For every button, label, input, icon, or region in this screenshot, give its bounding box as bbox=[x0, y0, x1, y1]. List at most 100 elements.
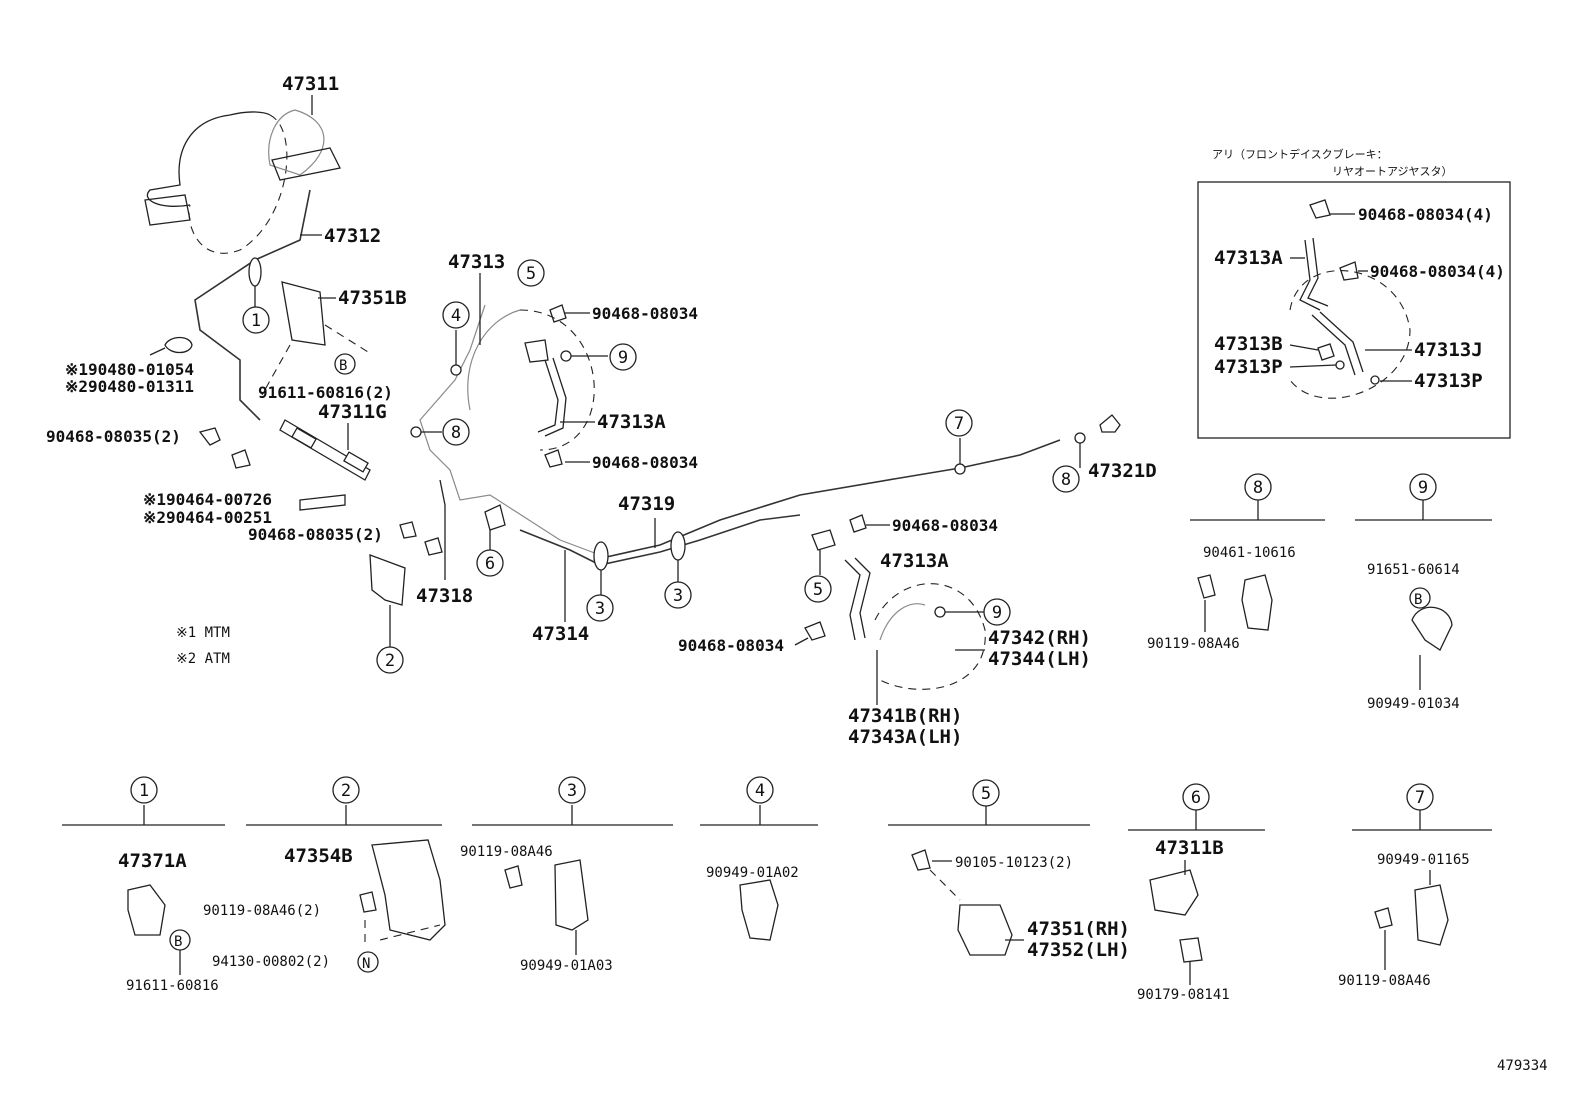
callout-circle-1 bbox=[242, 306, 270, 334]
label-47313a-a: 47313A bbox=[597, 411, 666, 433]
clip-90949-01a03 bbox=[554, 859, 589, 931]
clamp-marker-1 bbox=[248, 257, 262, 287]
inset-label-47313p-b: 47313P bbox=[1414, 370, 1483, 392]
mark-b-2: B bbox=[1414, 592, 1422, 608]
inset-box bbox=[1197, 181, 1511, 439]
callout-circle-6 bbox=[1182, 783, 1210, 811]
label-47341b-rh: 47341B(RH) bbox=[848, 705, 962, 727]
inset-brake bbox=[1289, 199, 1411, 399]
callout-circle-9 bbox=[1409, 473, 1437, 501]
callout-number-2: 2 bbox=[341, 781, 351, 801]
label-90105-10123-2: 90105-10123(2) bbox=[955, 855, 1073, 871]
label-90480-01311: ※290480-01311 bbox=[65, 377, 194, 396]
clamp-47371a bbox=[127, 884, 166, 936]
callout-number-8: 8 bbox=[1253, 478, 1263, 498]
bracket-47351 bbox=[957, 904, 1013, 956]
callout-number-9: 9 bbox=[618, 348, 628, 368]
detail-headers bbox=[62, 805, 1492, 831]
sensor-90480 bbox=[164, 336, 193, 354]
label-47351-rh: 47351(RH) bbox=[1027, 918, 1130, 940]
label-d7-90119-08a46: 90119-08A46 bbox=[1338, 973, 1431, 989]
callout-circle-3 bbox=[586, 594, 614, 622]
label-47318: 47318 bbox=[416, 585, 473, 607]
callout-number-8: 8 bbox=[451, 423, 461, 443]
callout-circle-4 bbox=[746, 776, 774, 804]
callout-circle-2 bbox=[376, 646, 404, 674]
callout-number-3: 3 bbox=[673, 586, 683, 606]
inset-label-47313j: 47313J bbox=[1414, 339, 1483, 361]
callout-number-5: 5 bbox=[813, 580, 823, 600]
label-90949-01034: 90949-01034 bbox=[1367, 696, 1460, 712]
label-47313a-b: 47313A bbox=[880, 550, 949, 572]
callout-number-4: 4 bbox=[755, 781, 765, 801]
clamp-90461 bbox=[1241, 574, 1273, 631]
note-atm: ※2 ATM bbox=[176, 651, 230, 667]
label-90468-08035-2a: 90468-08035(2) bbox=[46, 427, 181, 446]
label-47312: 47312 bbox=[324, 225, 381, 247]
label-47371a: 47371A bbox=[118, 850, 187, 872]
callout-circle-3 bbox=[558, 776, 586, 804]
callout-circle-4 bbox=[442, 301, 470, 329]
callout-circle-1 bbox=[130, 776, 158, 804]
label-90949-01a02: 90949-01A02 bbox=[706, 865, 799, 881]
union-90464 bbox=[299, 494, 346, 511]
label-91651-60614: 91651-60614 bbox=[1367, 562, 1460, 578]
label-90464-00726: ※190464-00726 bbox=[143, 490, 272, 509]
inset-label-90468-08034-4a: 90468-08034(4) bbox=[1358, 205, 1493, 224]
callout-number-5: 5 bbox=[526, 264, 536, 284]
callout-number-6: 6 bbox=[485, 554, 495, 574]
callout-number-9: 9 bbox=[992, 603, 1002, 623]
label-47354b: 47354B bbox=[284, 845, 353, 867]
callout-number-1: 1 bbox=[251, 311, 261, 331]
callout-circle-5 bbox=[517, 259, 545, 287]
callout-circle-5 bbox=[804, 575, 832, 603]
inset-header-1: アリ（フロントデイスクブレーキ： bbox=[1212, 147, 1388, 161]
brake-booster bbox=[144, 109, 341, 254]
tee-47321d bbox=[1099, 414, 1121, 433]
label-47314: 47314 bbox=[532, 623, 589, 645]
callout-number-3: 3 bbox=[595, 599, 605, 619]
inset-label-47313b: 47313B bbox=[1214, 333, 1283, 355]
label-90468-08034-d: 90468-08034 bbox=[678, 636, 784, 655]
rear-brake bbox=[811, 529, 986, 690]
label-47321d: 47321D bbox=[1088, 460, 1157, 482]
callout-circle-8 bbox=[442, 418, 470, 446]
callout-circle-9 bbox=[983, 598, 1011, 626]
label-47343a-lh: 47343A(LH) bbox=[848, 726, 962, 748]
label-47311b: 47311B bbox=[1155, 837, 1224, 859]
inset-header-2: リヤオートアジヤスタ） bbox=[1332, 165, 1453, 178]
callout-number-7: 7 bbox=[954, 414, 964, 434]
label-47342-rh: 47342(RH) bbox=[988, 627, 1091, 649]
callout-circle-9 bbox=[609, 343, 637, 371]
callout-circle-2 bbox=[332, 776, 360, 804]
label-90468-08034-a: 90468-08034 bbox=[592, 304, 698, 323]
label-47351b: 47351B bbox=[338, 287, 407, 309]
callout-circle-3 bbox=[664, 581, 692, 609]
label-90468-08035-2b: 90468-08035(2) bbox=[248, 525, 383, 544]
clip-90949-01165 bbox=[1414, 884, 1449, 946]
callout-circle-6 bbox=[476, 549, 504, 577]
mark-b-3: B bbox=[174, 934, 182, 950]
label-94130-00802-2: 94130-00802(2) bbox=[212, 954, 330, 970]
inset-label-90468-08034-4b: 90468-08034(4) bbox=[1370, 262, 1505, 281]
label-47313: 47313 bbox=[448, 251, 505, 273]
callout-number-4: 4 bbox=[451, 306, 461, 326]
block-47311b bbox=[1149, 869, 1199, 916]
callout-number-5: 5 bbox=[981, 784, 991, 804]
bracket-47354b bbox=[371, 839, 446, 941]
label-d2-90119-08a46-2: 90119-08A46(2) bbox=[203, 903, 321, 919]
clip-90949-01a02 bbox=[739, 879, 779, 941]
callout-number-1: 1 bbox=[139, 781, 149, 801]
callout-number-2: 2 bbox=[385, 651, 395, 671]
mark-b-1: B bbox=[339, 358, 347, 374]
callout-circle-7 bbox=[945, 409, 973, 437]
callout-circle-8 bbox=[1244, 473, 1272, 501]
label-d3-90119-08a46: 90119-08A46 bbox=[460, 844, 553, 860]
callout-circle-5 bbox=[972, 779, 1000, 807]
diagram-code: 479334 bbox=[1497, 1058, 1548, 1074]
bracket-47351b bbox=[281, 281, 326, 346]
label-47319: 47319 bbox=[618, 493, 675, 515]
label-47311g: 47311G bbox=[318, 401, 387, 423]
label-47344-lh: 47344(LH) bbox=[988, 648, 1091, 670]
